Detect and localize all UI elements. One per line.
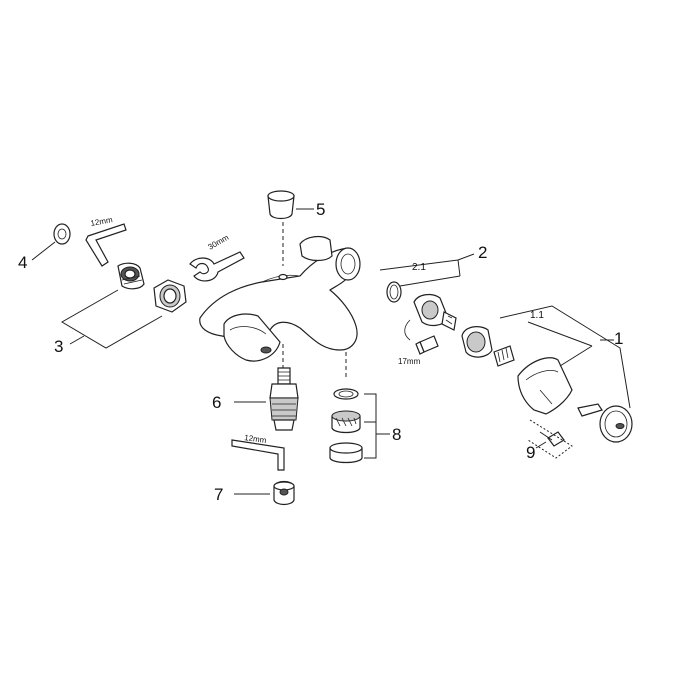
part-9-screw [539,431,565,447]
spanner-tool: 30mm [189,233,245,282]
spanner-label: 30mm [207,233,231,252]
bracket-2 [379,253,475,271]
bracket-9 [527,419,573,459]
callout-7: 7 [214,485,223,504]
part-1-spindle [493,345,515,367]
part-8-aerator-screen [331,410,361,434]
callout-1-1: 1.1 [530,310,544,321]
hex-key-tool-top: 12mm [85,215,127,267]
part-1-handle [517,357,573,415]
part-6-cartridge [269,367,299,431]
socket-label: 17mm [398,357,421,366]
hex-key-top-label: 12mm [90,215,114,228]
bracket-8 [364,393,377,459]
part-1-cap [577,403,633,443]
part-2-cartridge [413,293,457,331]
bracket-3 [61,289,163,349]
part-3-connector [117,262,145,290]
bracket-1 [499,305,631,409]
callout-5: 5 [316,200,325,219]
faucet-body [199,235,361,362]
part-2-oring [386,281,402,303]
callout-9: 9 [526,443,535,462]
callout-2-1: 2.1 [412,262,426,273]
part-1-ring [461,326,493,358]
part-7-nut [273,480,295,506]
callout-8: 8 [392,425,401,444]
part-3-nut [153,279,187,313]
hex-key-bottom-label: 12mm [244,433,268,445]
part-8-aerator-housing [329,442,363,464]
callout-6: 6 [212,393,221,412]
part-5-cap: 5 [267,190,325,266]
hex-key-tool-bottom: 12mm [231,433,285,471]
callout-3: 3 [54,337,63,356]
socket-tool: 17mm [398,335,439,366]
callout-4: 4 [18,253,27,272]
part-4-washer: 4 [18,223,71,272]
part-8-washer [333,388,359,400]
callout-2: 2 [478,243,487,262]
rotate-arrow [404,319,411,341]
callout-1: 1 [614,329,623,348]
